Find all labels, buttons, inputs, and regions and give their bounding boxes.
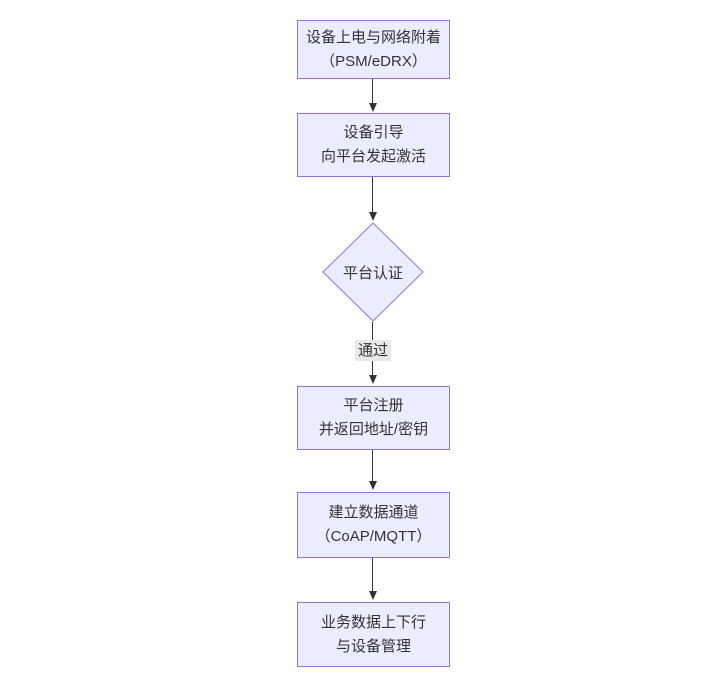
node-label-line: 平台注册: [343, 397, 404, 414]
node-label-line: 并返回地址/密钥: [318, 421, 429, 438]
node-label-line: 设备上电与网络附着: [305, 28, 441, 46]
flow-arrow-5: [369, 558, 377, 600]
node-device-bootstrap: 设备引导 向平台发起激活: [297, 113, 450, 177]
node-label-line: 建立数据通道: [328, 504, 419, 521]
node-label-line: （CoAP/MQTT）: [315, 528, 432, 545]
node-label-line: 向平台发起激活: [320, 148, 426, 165]
node-platform-register: 平台注册 并返回地址/密钥: [297, 386, 450, 450]
flow-arrow-1: [369, 79, 377, 112]
node-label-line: 与设备管理: [335, 637, 411, 655]
edge-label-pass: 通过: [354, 340, 392, 361]
flow-arrow-4: [369, 450, 377, 490]
node-data-channel: 建立数据通道 （CoAP/MQTT）: [297, 492, 450, 558]
node-label-line: 业务数据上下行: [320, 613, 426, 631]
node-label-line: （PSM/eDRX）: [320, 52, 427, 70]
diamond-shape-icon: [322, 222, 424, 322]
node-business-data: 业务数据上下行 与设备管理: [297, 602, 450, 667]
node-device-attach: 设备上电与网络附着 （PSM/eDRX）: [297, 20, 450, 79]
node-label-line: 平台认证: [342, 264, 403, 282]
flow-arrow-2: [369, 177, 377, 221]
node-label-line: 设备引导: [343, 124, 404, 141]
node-platform-auth: 平台认证: [322, 222, 424, 322]
